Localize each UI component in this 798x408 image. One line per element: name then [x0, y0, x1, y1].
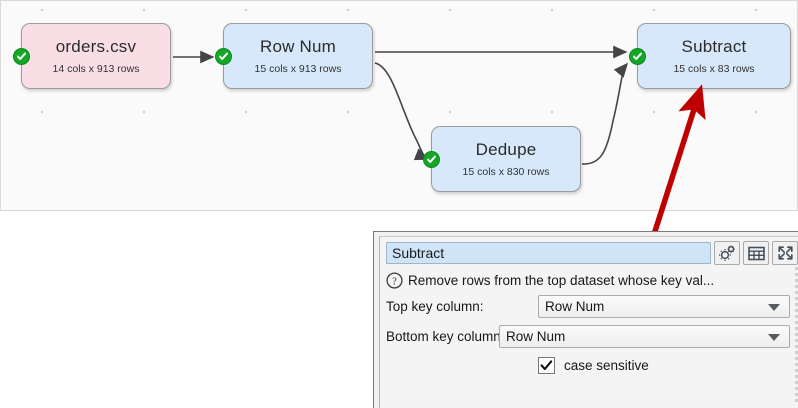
- panel-help-row: ? Remove rows from the top dataset whose…: [386, 272, 798, 289]
- check-circle-icon: [215, 48, 232, 65]
- field-top-key-column: Top key column: Row Num: [386, 295, 798, 318]
- check-icon: [540, 360, 553, 371]
- gears-icon[interactable]: [714, 241, 740, 265]
- dropdown-value: Row Num: [506, 329, 566, 344]
- table-icon[interactable]: [743, 241, 769, 265]
- check-circle-icon: [629, 48, 646, 65]
- node-subtract[interactable]: Subtract 15 cols x 83 rows: [629, 23, 791, 89]
- field-label: Top key column:: [386, 299, 484, 314]
- flow-canvas[interactable]: orders.csv 14 cols x 913 rows Row Num 15…: [0, 0, 798, 211]
- panel-header-row: [386, 241, 798, 265]
- check-circle-icon: [13, 48, 30, 65]
- check-circle-icon: [423, 151, 440, 168]
- expand-icon[interactable]: [772, 241, 798, 265]
- case-sensitive-label: case sensitive: [564, 358, 649, 373]
- field-case-sensitive: case sensitive: [386, 357, 798, 374]
- top-key-column-dropdown[interactable]: Row Num: [538, 295, 790, 318]
- case-sensitive-checkbox[interactable]: [538, 357, 555, 374]
- item-name-input[interactable]: [386, 242, 711, 264]
- node-title: orders.csv: [55, 36, 137, 56]
- node-subtitle: 15 cols x 830 rows: [462, 165, 550, 178]
- field-label: Bottom key column:: [386, 329, 505, 344]
- dropdown-value: Row Num: [545, 299, 605, 314]
- panel-scrollbar[interactable]: [795, 267, 798, 404]
- node-orders-csv[interactable]: orders.csv 14 cols x 913 rows: [13, 23, 171, 89]
- node-title: Row Num: [259, 36, 337, 56]
- bottom-key-column-dropdown[interactable]: Row Num: [499, 325, 790, 348]
- node-title: Subtract: [681, 36, 747, 56]
- panel-help-text: Remove rows from the top dataset whose k…: [408, 273, 715, 288]
- field-bottom-key-column: Bottom key column: Row Num: [386, 325, 798, 348]
- chevron-down-icon: [768, 333, 780, 341]
- node-subtitle: 15 cols x 913 rows: [254, 62, 342, 75]
- chevron-down-icon: [768, 303, 780, 311]
- node-title: Dedupe: [475, 139, 537, 159]
- node-row-num[interactable]: Row Num 15 cols x 913 rows: [215, 23, 373, 89]
- node-subtitle: 14 cols x 913 rows: [52, 62, 140, 75]
- node-dedupe[interactable]: Dedupe 15 cols x 830 rows: [423, 126, 581, 192]
- question-circle-icon[interactable]: ?: [386, 272, 403, 289]
- properties-panel[interactable]: ? Remove rows from the top dataset whose…: [373, 231, 798, 408]
- svg-text:?: ?: [392, 276, 397, 287]
- node-subtitle: 15 cols x 83 rows: [673, 62, 755, 75]
